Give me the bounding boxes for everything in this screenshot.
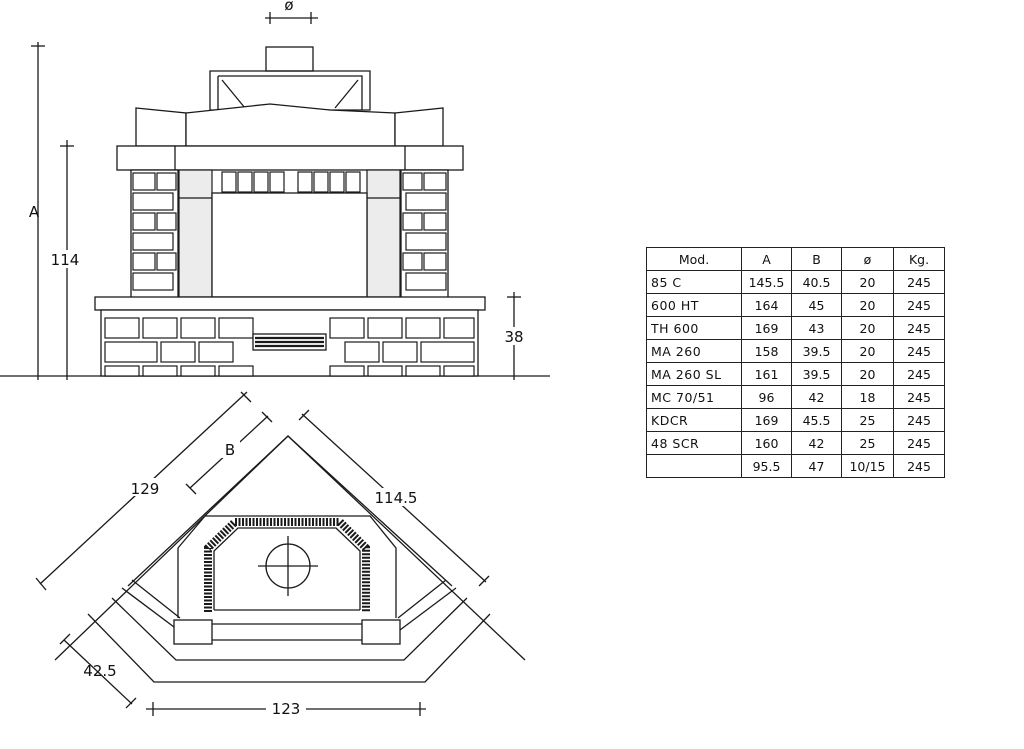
cell-diameter: 20 — [841, 316, 894, 340]
hood-frame — [209, 70, 371, 111]
cell-b: 39.5 — [791, 339, 842, 363]
plan-view: 129 B 114.5 42.5 123 — [35, 391, 526, 718]
table-row: 85 C 145.5 40.5 20 245 — [646, 270, 945, 294]
hood-cap-right — [394, 107, 444, 147]
cell-diameter: 25 — [841, 408, 894, 432]
dim-129-label: 129 — [131, 480, 160, 498]
cell-b: 39.5 — [791, 362, 842, 386]
cell-b: 47 — [791, 454, 842, 478]
cell-a: 145.5 — [741, 270, 792, 294]
header-a: A — [741, 247, 792, 271]
cell-a: 158 — [741, 339, 792, 363]
cell-diameter: 25 — [841, 431, 894, 455]
cell-model: MC 70/51 — [646, 385, 742, 409]
table-row: 600 HT 164 45 20 245 — [646, 293, 945, 317]
table-header-row: Mod. A B ø Kg. — [646, 247, 945, 271]
flue-pipe — [265, 46, 314, 72]
right-brick-column — [400, 169, 449, 299]
cell-kg: 245 — [893, 408, 945, 432]
table-row: 95.5 47 10/15 245 — [646, 454, 945, 478]
firebox-plan — [204, 518, 370, 612]
dim-b-label: B — [225, 441, 235, 459]
dim-a-label: A — [29, 203, 40, 221]
header-diameter: ø — [841, 247, 894, 271]
cell-model: MA 260 SL — [646, 362, 742, 386]
dim-diameter-label: ø — [284, 0, 293, 14]
cell-model: MA 260 — [646, 339, 742, 363]
model-spec-table: Mod. A B ø Kg. 85 C 145.5 40.5 20 245 60… — [646, 247, 945, 478]
table-row: TH 600 169 43 20 245 — [646, 316, 945, 340]
cell-kg: 245 — [893, 316, 945, 340]
dim-42-5-label: 42.5 — [83, 662, 116, 680]
cell-kg: 245 — [893, 454, 945, 478]
firebox-opening — [211, 192, 368, 298]
cell-model: 85 C — [646, 270, 742, 294]
cell-a: 160 — [741, 431, 792, 455]
cell-kg: 245 — [893, 431, 945, 455]
header-kg: Kg. — [893, 247, 945, 271]
cell-b: 43 — [791, 316, 842, 340]
table-row: 48 SCR 160 42 25 245 — [646, 431, 945, 455]
hearth-front — [87, 613, 491, 683]
dim-114-label: 114 — [51, 251, 80, 269]
left-brick-column — [130, 169, 179, 299]
cell-a: 161 — [741, 362, 792, 386]
cell-diameter: 20 — [841, 339, 894, 363]
cell-diameter: 10/15 — [841, 454, 894, 478]
table-row: MA 260 SL 161 39.5 20 245 — [646, 362, 945, 386]
cell-diameter: 20 — [841, 270, 894, 294]
cell-model — [646, 454, 742, 478]
cell-b: 42 — [791, 385, 842, 409]
table-row: MC 70/51 96 42 18 245 — [646, 385, 945, 409]
cell-b: 40.5 — [791, 270, 842, 294]
cell-diameter: 18 — [841, 385, 894, 409]
dim-38-label: 38 — [504, 328, 523, 346]
cell-kg: 245 — [893, 339, 945, 363]
dim-123-label: 123 — [272, 700, 301, 718]
cell-diameter: 20 — [841, 362, 894, 386]
cell-model: TH 600 — [646, 316, 742, 340]
cell-model: 48 SCR — [646, 431, 742, 455]
cell-model: 600 HT — [646, 293, 742, 317]
right-stone-jamb — [366, 169, 401, 298]
hood-cap-left — [135, 107, 187, 147]
hearth-slab — [94, 296, 486, 311]
cell-kg: 245 — [893, 362, 945, 386]
table-row: KDCR 169 45.5 25 245 — [646, 408, 945, 432]
cell-diameter: 20 — [841, 293, 894, 317]
cell-a: 96 — [741, 385, 792, 409]
cell-a: 169 — [741, 408, 792, 432]
cell-a: 169 — [741, 316, 792, 340]
cell-a: 95.5 — [741, 454, 792, 478]
cell-kg: 245 — [893, 293, 945, 317]
table-row: MA 260 158 39.5 20 245 — [646, 339, 945, 363]
cell-b: 45.5 — [791, 408, 842, 432]
left-stone-jamb — [178, 169, 213, 298]
cell-b: 45 — [791, 293, 842, 317]
cell-a: 164 — [741, 293, 792, 317]
right-front-block — [361, 619, 401, 645]
header-mod: Mod. — [646, 247, 742, 271]
cell-b: 42 — [791, 431, 842, 455]
header-b: B — [791, 247, 842, 271]
base-brickwork — [100, 309, 479, 377]
cell-kg: 245 — [893, 270, 945, 294]
firebrick-row — [221, 171, 361, 193]
cell-model: KDCR — [646, 408, 742, 432]
hearth-outline — [54, 435, 526, 661]
cell-kg: 245 — [893, 385, 945, 409]
left-front-block — [173, 619, 213, 645]
mantel-beam — [116, 145, 464, 171]
front-elevation: ø A 114 38 — [0, 0, 550, 380]
dim-114-5-label: 114.5 — [375, 489, 418, 507]
